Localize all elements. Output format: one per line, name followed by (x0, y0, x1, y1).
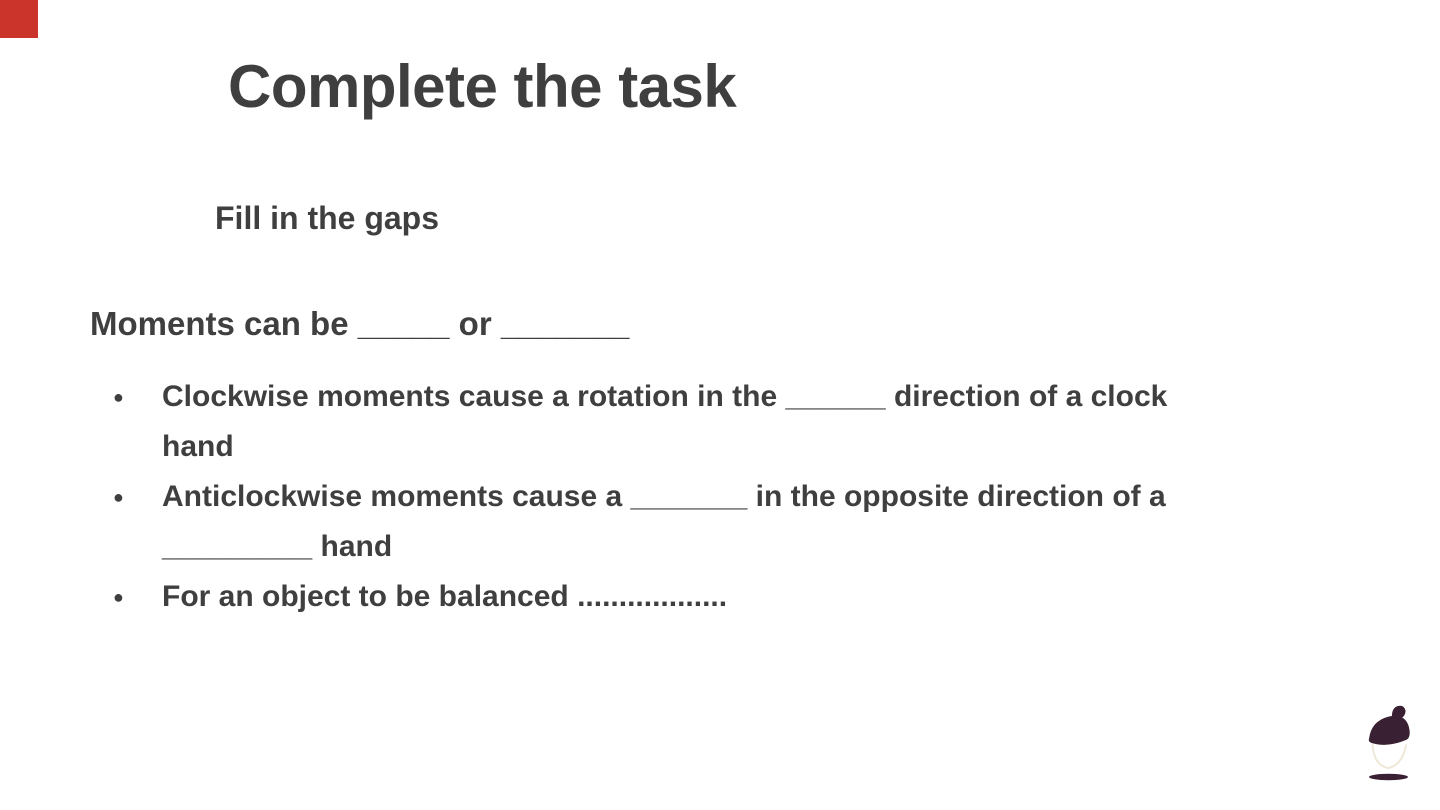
bullet-text: Clockwise moments cause a rotation in th… (162, 372, 1373, 472)
bullet-line: hand (162, 430, 234, 463)
list-item: ● Clockwise moments cause a rotation in … (113, 372, 1373, 472)
list-item: ● Anticlockwise moments cause a _______ … (113, 472, 1373, 572)
list-item: ● For an object to be balanced .........… (113, 572, 1373, 622)
slide-title: Complete the task (228, 53, 737, 120)
bullet-line: Anticlockwise moments cause a _______ in… (162, 480, 1166, 513)
lead-sentence: Moments can be _____ or _______ (90, 305, 630, 342)
bullet-line: Clockwise moments cause a rotation in th… (162, 380, 1168, 413)
bullet-text: For an object to be balanced ...........… (162, 572, 1373, 622)
bullet-line: For an object to be balanced ...........… (162, 580, 728, 613)
corner-accent-square (0, 0, 38, 38)
bullet-dot-icon: ● (113, 487, 124, 507)
acorn-logo (1363, 704, 1415, 784)
slide-subtitle: Fill in the gaps (215, 200, 440, 236)
bullet-text: Anticlockwise moments cause a _______ in… (162, 472, 1373, 572)
bullet-line: _________ hand (162, 530, 393, 563)
bullet-dot-icon: ● (113, 587, 124, 607)
acorn-logo-graphic (1368, 705, 1410, 781)
bullet-list: ● Clockwise moments cause a rotation in … (113, 372, 1373, 622)
bullet-dot-icon: ● (113, 387, 124, 407)
